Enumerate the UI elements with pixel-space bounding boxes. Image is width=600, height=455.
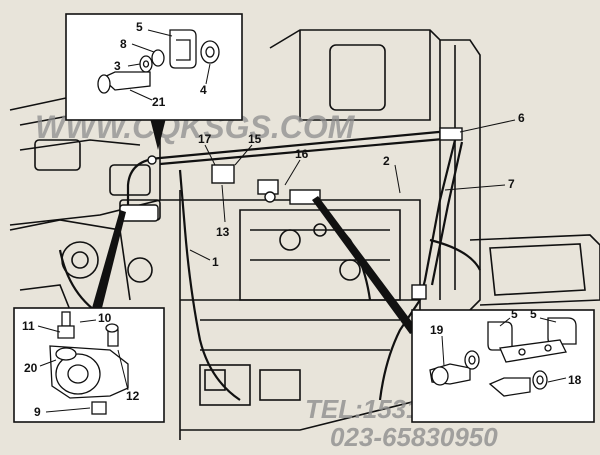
callout-21: 21	[152, 95, 166, 109]
callout-16: 16	[295, 147, 309, 161]
callout-3: 3	[114, 59, 121, 73]
pointer-right-inset	[312, 196, 418, 334]
main-callouts	[189, 119, 516, 261]
callout-1: 1	[212, 255, 219, 269]
callout-2: 2	[383, 154, 390, 168]
line-fittings	[119, 127, 463, 300]
top-inset: 5 8 3 4 21	[65, 13, 243, 121]
callout-5-right-b: 5	[530, 307, 537, 321]
callout-5-right-a: 5	[511, 307, 518, 321]
callout-13: 13	[216, 225, 230, 239]
callout-12: 12	[126, 389, 140, 403]
left-inset: 11 10 20 12 9	[13, 307, 165, 423]
callout-15: 15	[248, 132, 262, 146]
callout-4: 4	[200, 83, 207, 97]
callout-9: 9	[34, 405, 41, 419]
right-inset: 19 5 5 18	[411, 307, 595, 423]
callout-8: 8	[120, 37, 127, 51]
callout-7: 7	[508, 177, 515, 191]
inset-pointers	[92, 118, 418, 334]
watermark-phone-2: 023-65830950	[330, 422, 498, 452]
callout-19: 19	[430, 323, 444, 337]
pointer-top-inset	[150, 118, 166, 150]
callout-10: 10	[98, 311, 112, 325]
pointer-left-inset	[92, 210, 126, 308]
callout-11: 11	[22, 319, 35, 333]
callout-18: 18	[568, 373, 582, 387]
callout-17: 17	[198, 132, 212, 146]
callout-5-top: 5	[136, 20, 143, 34]
callout-6: 6	[518, 111, 525, 125]
main-callout-labels: 1 2 6 7 13 15 16 17	[198, 111, 525, 269]
callout-20: 20	[24, 361, 38, 375]
